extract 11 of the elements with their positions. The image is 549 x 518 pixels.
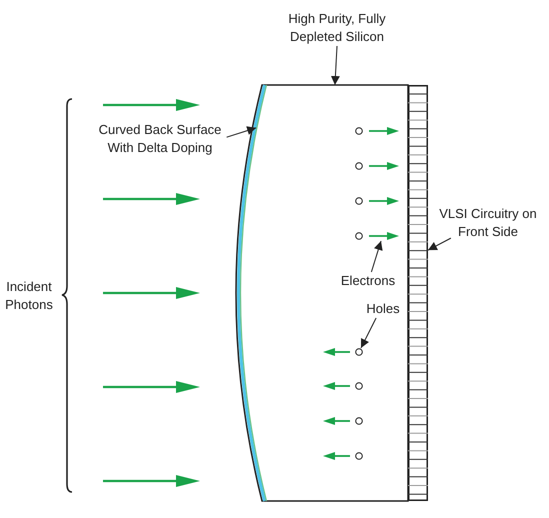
callout-label: Curved Back Surface With Delta Doping <box>98 121 222 157</box>
leader-line <box>428 238 452 251</box>
callout-label: High Purity, Fully Depleted Silicon <box>287 10 387 46</box>
callout-label: Electrons <box>340 272 396 290</box>
photons-label: Incident Photons <box>4 278 54 314</box>
leader-line <box>360 318 377 348</box>
leader-line <box>330 46 340 86</box>
leader-line <box>370 240 383 272</box>
callout-label: Holes <box>366 300 400 318</box>
callout-label: VLSI Circuitry on Front Side <box>438 205 538 241</box>
leader-line <box>226 126 257 138</box>
